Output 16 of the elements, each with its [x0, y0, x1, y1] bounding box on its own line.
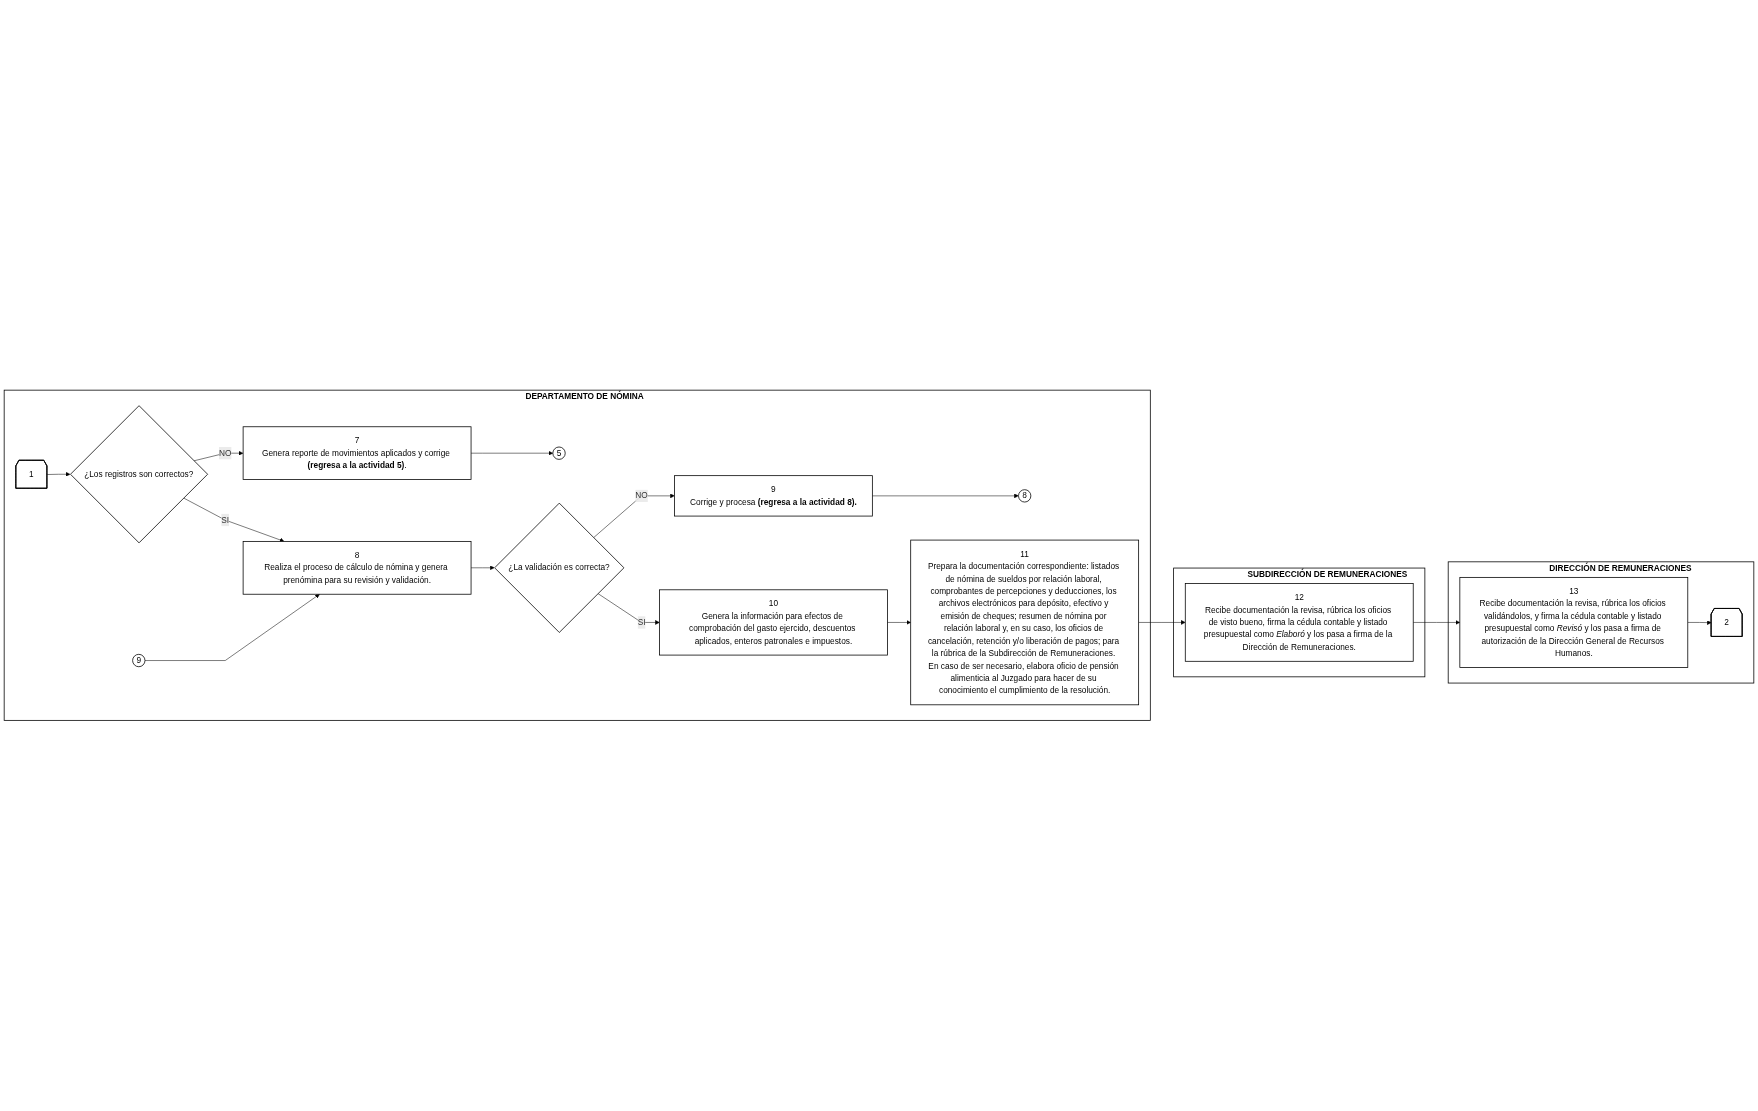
edge-label: NO	[635, 491, 648, 501]
node-circle: 9	[132, 654, 146, 668]
node-box: 10 Genera la información para efectos de comprobación del gasto ejercido, descuentos aplicados, enteros patronales e impuestos.	[659, 589, 888, 656]
node-circle: 8	[1018, 489, 1032, 503]
node-box: 9 Corrige y procesa (regresa a la actividad 8).	[674, 475, 873, 517]
edge-label: SI	[637, 618, 646, 627]
node-box: 12 Recibe documentación la revisa, rúbrica los oficios de visto bueno, firma la cédula contable y listado presupuestal como Elaboró y los pasa a firma de la Dirección de Remuneraciones.	[1184, 583, 1414, 662]
node-box: 13 Recibe documentación la revisa, rúbrica los oficios validándolos, y firma la cédula contable y listado presupuestal como Revisó y los pasa a firma de autorización de la Dirección General de Recursos Humanos.	[1459, 577, 1689, 669]
node-box: 8 Realiza el proceso de cálculo de nómina y genera prenómina para su revisión y validación.	[242, 541, 472, 595]
node-box: 11 Prepara la documentación correspondiente: listados de nómina de sueldos por relación laboral, comprobantes de percepciones y deducciones, los archivos electrónicos para depósito, efectivo y emisión de cheques; resumen de nómina por relación laboral y, en su caso, los oficios de cancelación, retención y/o liberación de pagos; para la rúbrica de la Subdirección de Remuneraciones. En caso de ser necesario, elabora oficio de pensión alimenticia al Juzgado para hacer de su conocimiento el cumplimiento de la resolución.	[910, 539, 1140, 706]
node-circle: 5	[552, 446, 566, 460]
edge-label: NO	[219, 448, 232, 458]
edge-label: SI	[221, 515, 230, 525]
node-box: 7 Genera reporte de movimientos aplicados y corrige (regresa a la actividad 5).	[242, 426, 472, 481]
node-diamond: ¿La validación es correcta?	[494, 503, 625, 634]
node-diamond: ¿Los registros son correctos?	[70, 405, 208, 544]
